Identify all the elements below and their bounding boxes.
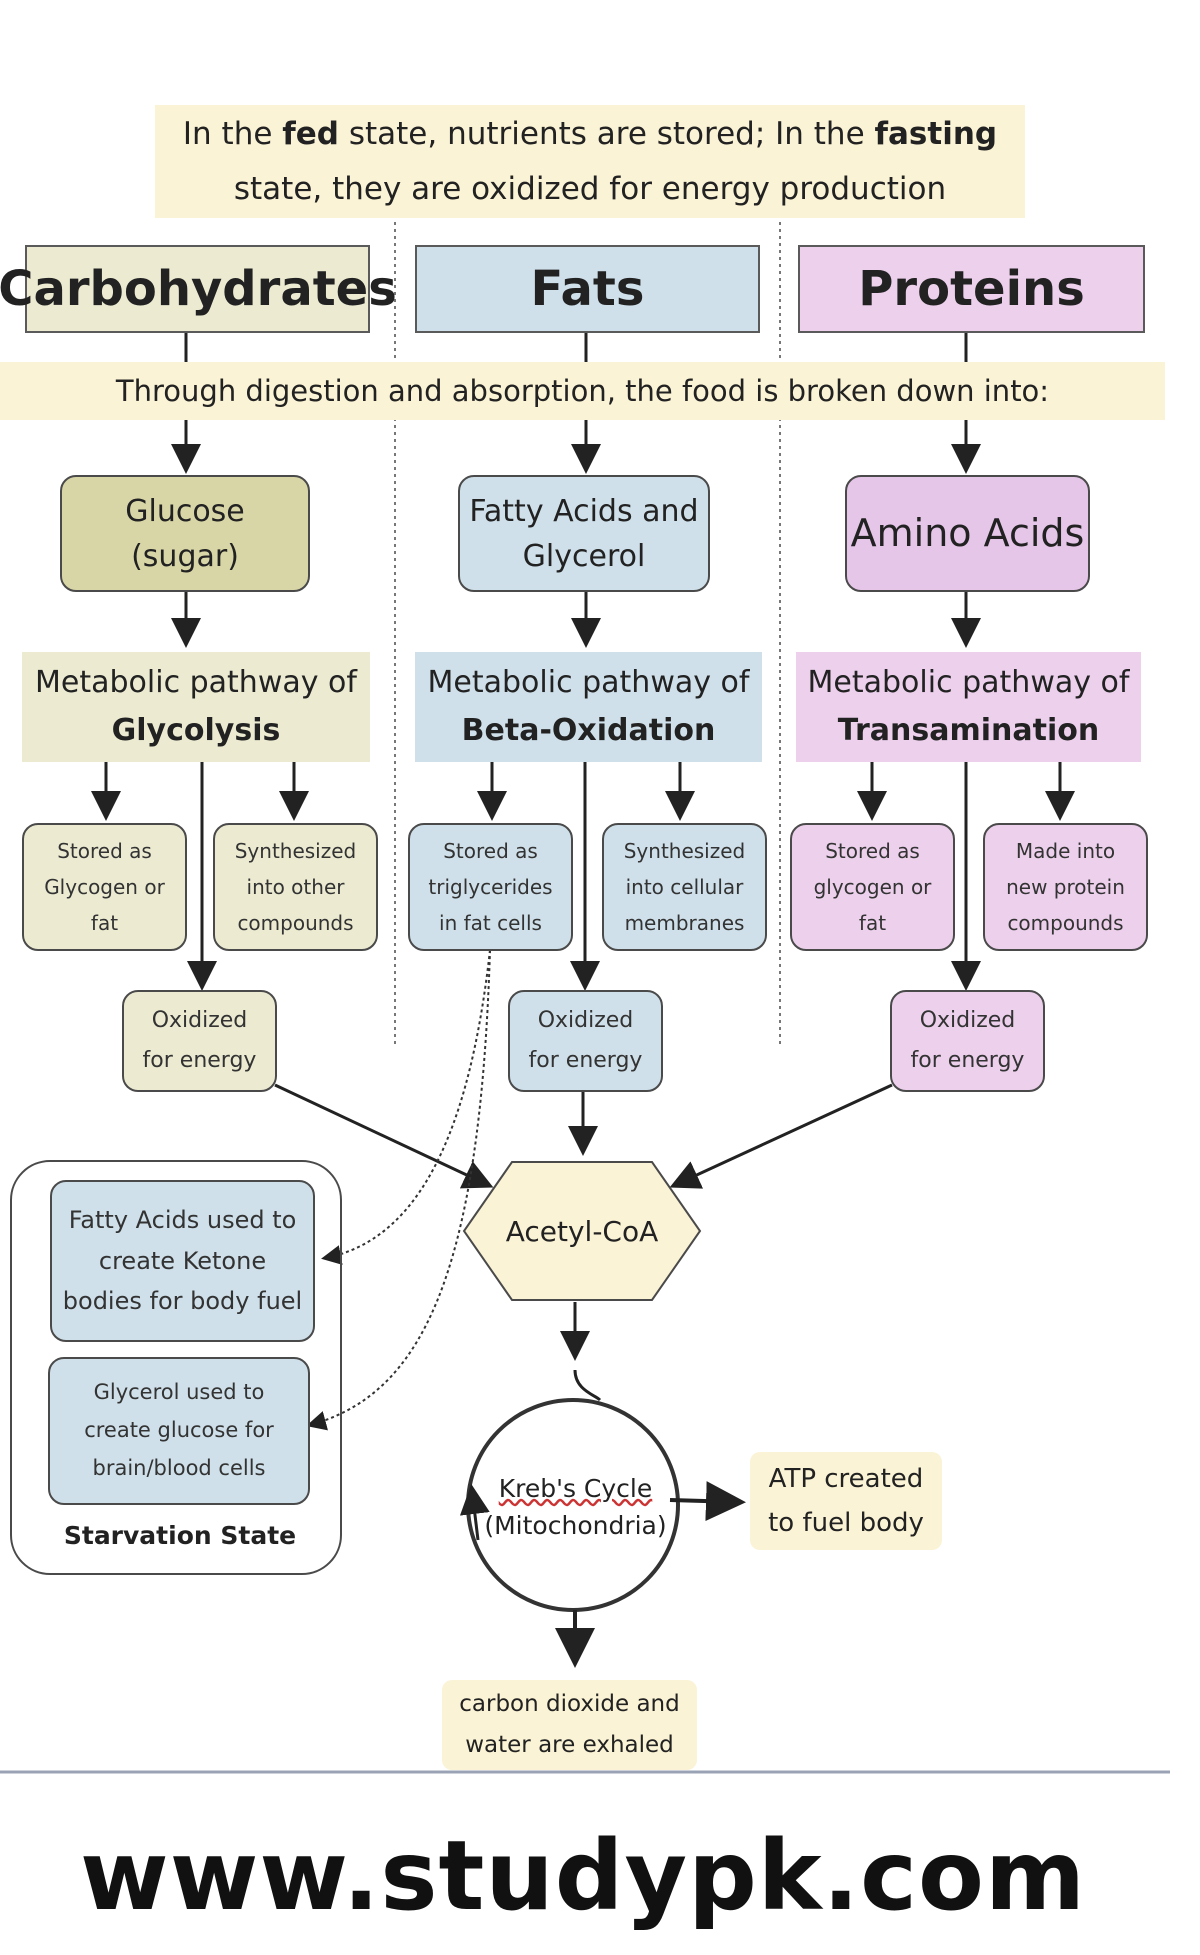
glucose-node: Glucose (sugar) [60, 475, 310, 592]
intro-line-1: In the fed state, nutrients are stored; … [182, 116, 998, 153]
pathway-transamination: Metabolic pathway of Transamination [796, 652, 1141, 762]
krebs-cycle-label: Kreb's Cycle (Mitochondria) [484, 1473, 667, 1541]
website-watermark: www.studypk.com [80, 1820, 1086, 1932]
fatty-acids-node: Fatty Acids and Glycerol [458, 475, 710, 592]
digestion-band: Through digestion and absorption, the fo… [0, 362, 1165, 420]
prot-oxidized-node: Oxidized for energy [890, 990, 1045, 1092]
header-fats: Fats [415, 245, 760, 333]
header-carbohydrates: Carbohydrates [0, 245, 397, 333]
fat-synthesized-node: Synthesized into cellular membranes [602, 823, 767, 951]
carb-oxidized-node: Oxidized for energy [122, 990, 277, 1092]
fat-stored-node: Stored as triglycerides in fat cells [408, 823, 573, 951]
pathway-beta-oxidation: Metabolic pathway of Beta-Oxidation [415, 652, 762, 762]
intro-banner: In the fed state, nutrients are stored; … [155, 105, 1025, 218]
amino-acids-node: Amino Acids [845, 475, 1090, 592]
pathway-glycolysis: Metabolic pathway of Glycolysis [22, 652, 370, 762]
fat-oxidized-node: Oxidized for energy [508, 990, 663, 1092]
header-proteins: Proteins [798, 245, 1145, 333]
starvation-state-label: Starvation State [63, 1520, 297, 1550]
exhaled-node: carbon dioxide and water are exhaled [442, 1680, 697, 1770]
glycerol-glucose-node: Glycerol used to create glucose for brai… [48, 1357, 310, 1505]
carb-stored-node: Stored as Glycogen or fat [22, 823, 187, 951]
carb-synthesized-node: Synthesized into other compounds [213, 823, 378, 951]
starvation-state-group [10, 1160, 342, 1575]
prot-stored-node: Stored as glycogen or fat [790, 823, 955, 951]
acetyl-coa-hexagon [462, 1161, 702, 1301]
acetyl-coa-node: Acetyl-CoA [462, 1160, 702, 1302]
atp-node: ATP created to fuel body [750, 1452, 942, 1550]
prot-made-node: Made into new protein compounds [983, 823, 1148, 951]
ketone-bodies-node: Fatty Acids used to create Ketone bodies… [50, 1180, 315, 1342]
intro-line-2: state, they are oxidized for energy prod… [233, 170, 947, 207]
